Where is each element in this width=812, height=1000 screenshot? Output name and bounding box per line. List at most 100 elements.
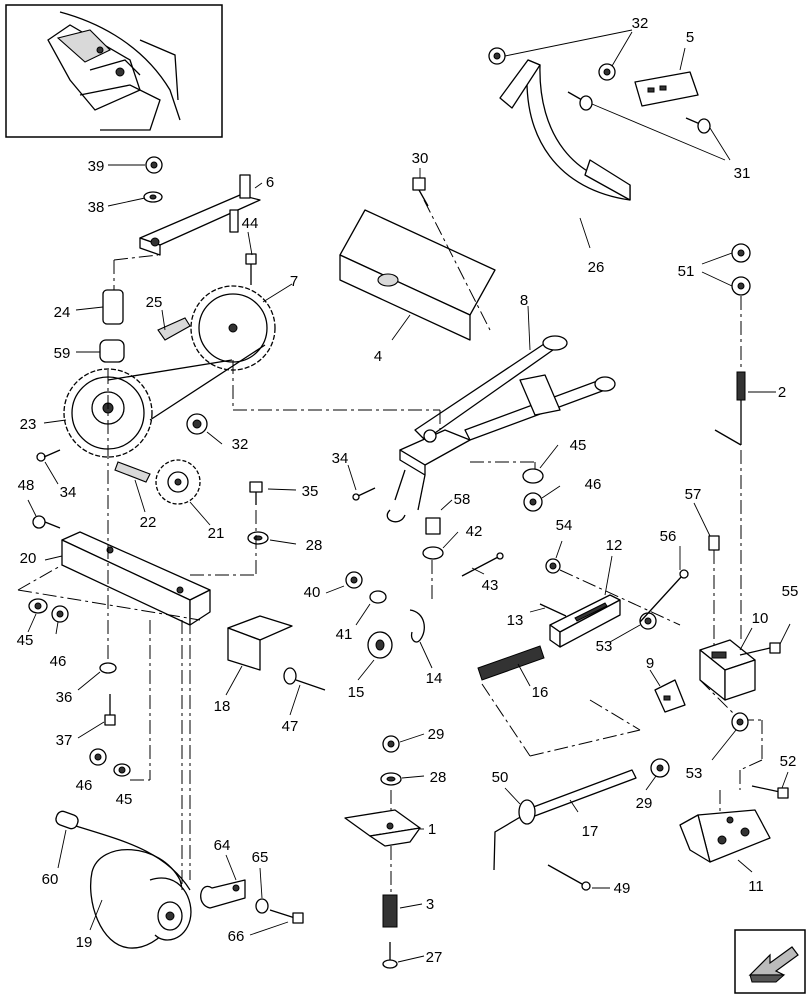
part-29-nut-b (650, 758, 670, 778)
part-16-spring (477, 645, 545, 681)
part-32-nut-a (488, 47, 506, 65)
part-5-plate (634, 71, 699, 107)
label-53b: 53 (686, 765, 703, 782)
label-4: 4 (374, 348, 382, 365)
part-2-j-bolt (714, 371, 746, 446)
label-65: 65 (252, 849, 269, 866)
part-19-actuator-motor (90, 849, 192, 949)
label-48: 48 (18, 477, 35, 494)
label-49: 49 (614, 880, 631, 897)
part-66-bolt (269, 909, 304, 924)
part-53-washer-b (731, 712, 749, 732)
label-14: 14 (426, 670, 443, 687)
label-10: 10 (752, 610, 769, 627)
label-34a: 34 (332, 450, 349, 467)
part-28-washer-b (380, 772, 402, 786)
label-51: 51 (678, 263, 695, 280)
label-32b: 32 (232, 436, 249, 453)
label-12: 12 (606, 537, 623, 554)
part-15-roller (367, 631, 393, 659)
label-66: 66 (228, 928, 245, 945)
part-47-bolt (283, 667, 326, 691)
label-13: 13 (507, 612, 524, 629)
part-31-bolt-b (685, 117, 711, 134)
part-26-belt-guard (499, 59, 631, 201)
label-23: 23 (20, 416, 37, 433)
part-39-nut (145, 156, 163, 174)
label-24: 24 (54, 304, 71, 321)
part-25-chain (157, 317, 191, 341)
label-58: 58 (454, 491, 471, 508)
label-45c: 45 (116, 791, 133, 808)
part-34-bolt-a (36, 449, 61, 462)
part-13-pin (539, 603, 567, 617)
label-34b: 34 (60, 484, 77, 501)
label-37: 37 (56, 732, 73, 749)
label-45a: 45 (570, 437, 587, 454)
label-55: 55 (782, 583, 799, 600)
previous-page-arrow-icon[interactable] (734, 929, 806, 994)
label-46c: 46 (76, 777, 93, 794)
part-40-nut (345, 571, 363, 589)
label-53a: 53 (596, 638, 613, 655)
part-22-chain (114, 461, 151, 483)
part-57-grease-fitting (708, 535, 720, 551)
part-4-cover (339, 209, 496, 341)
label-18: 18 (214, 698, 231, 715)
label-50: 50 (492, 769, 509, 786)
part-59-bushing (99, 339, 125, 363)
label-17: 17 (582, 823, 599, 840)
label-39: 39 (88, 158, 105, 175)
part-64-clamp (200, 879, 246, 909)
part-9-plate (654, 679, 686, 713)
label-38: 38 (88, 199, 105, 216)
part-44-bolt (245, 253, 257, 285)
label-44: 44 (242, 215, 259, 232)
callout-labels: 32 5 30 31 39 6 38 44 26 51 7 8 25 24 4 … (17, 15, 799, 966)
part-45-washer-a (28, 598, 48, 614)
part-38-washer (143, 191, 163, 203)
part-46-nut-c (523, 492, 543, 512)
part-28-washer-a (247, 531, 269, 545)
part-48-bolt (32, 515, 61, 529)
part-53-washer-a (639, 612, 657, 630)
part-10-bracket (699, 639, 756, 701)
part-51-nut-a (731, 243, 751, 263)
part-32-nut-b (598, 63, 616, 81)
label-15: 15 (348, 684, 365, 701)
label-11: 11 (748, 878, 764, 895)
label-5: 5 (686, 29, 694, 46)
label-32a: 32 (632, 15, 649, 32)
label-42: 42 (466, 523, 483, 540)
part-50-collar (518, 799, 536, 825)
label-9: 9 (646, 655, 654, 672)
label-40: 40 (304, 584, 321, 601)
part-7-sprocket (190, 285, 276, 371)
label-60: 60 (42, 871, 59, 888)
label-1: 1 (428, 821, 436, 838)
part-56-pin (639, 569, 689, 623)
part-55-bolt (739, 642, 781, 656)
label-41: 41 (336, 626, 353, 643)
label-29b: 29 (636, 795, 653, 812)
label-52: 52 (780, 753, 797, 770)
label-25: 25 (146, 294, 163, 311)
part-46-nut-b (89, 748, 107, 766)
label-3: 3 (426, 896, 434, 913)
label-26: 26 (588, 259, 605, 276)
machine-location-thumbnail (5, 4, 223, 138)
part-20-bracket (61, 531, 211, 626)
part-42-washer (422, 546, 444, 560)
label-59: 59 (54, 345, 71, 362)
part-29-nut-a (382, 735, 400, 753)
label-22: 22 (140, 514, 157, 531)
part-65-washer (255, 898, 269, 914)
label-31: 31 (734, 165, 751, 182)
label-20: 20 (20, 550, 37, 567)
label-16: 16 (532, 684, 549, 701)
part-32-nut-c (186, 413, 208, 435)
part-58-bushing (425, 517, 441, 535)
part-43-pin (461, 552, 504, 577)
label-30: 30 (412, 150, 429, 167)
label-27: 27 (426, 949, 443, 966)
